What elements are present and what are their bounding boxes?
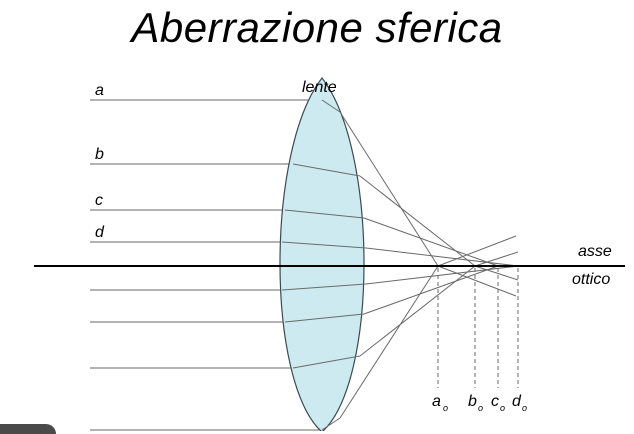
incoming-rays bbox=[90, 99, 322, 431]
ray-label-d: d bbox=[95, 224, 105, 241]
diagram-title: Aberrazione sferica bbox=[131, 4, 503, 51]
focus-sub-b: o bbox=[478, 403, 483, 413]
ray-label-a: a bbox=[95, 82, 104, 99]
focus-sub-d: o bbox=[522, 403, 527, 413]
converging-ray-a-mirror bbox=[339, 265, 439, 419]
converging-ray-d-mirror bbox=[365, 265, 519, 285]
focus-markers bbox=[437, 268, 519, 388]
converging-rays bbox=[339, 111, 519, 419]
focus-sub-a: o bbox=[443, 403, 448, 413]
corner-decoration bbox=[0, 424, 56, 434]
converging-ray-b-mirror bbox=[359, 265, 476, 357]
focus-label-c: c bbox=[491, 393, 499, 410]
axis-label-line1: asse bbox=[578, 243, 612, 260]
converging-ray-b bbox=[359, 175, 476, 267]
ray-label-c: c bbox=[95, 192, 103, 209]
converging-ray-c-mirror bbox=[363, 265, 499, 315]
lens bbox=[279, 77, 365, 431]
converging-ray-d bbox=[365, 247, 519, 267]
focus-label-a: a bbox=[432, 393, 441, 410]
lens-label: lente bbox=[302, 79, 337, 96]
converging-ray-c bbox=[363, 217, 499, 267]
focus-sub-c: o bbox=[500, 403, 505, 413]
converging-ray-a bbox=[339, 111, 439, 267]
focus-label-d: d bbox=[512, 393, 522, 410]
in-lens-rays bbox=[281, 99, 367, 431]
ray-label-b: b bbox=[95, 146, 104, 163]
axis-label-line2: ottico bbox=[572, 271, 610, 288]
focus-label-b: b bbox=[468, 393, 477, 410]
